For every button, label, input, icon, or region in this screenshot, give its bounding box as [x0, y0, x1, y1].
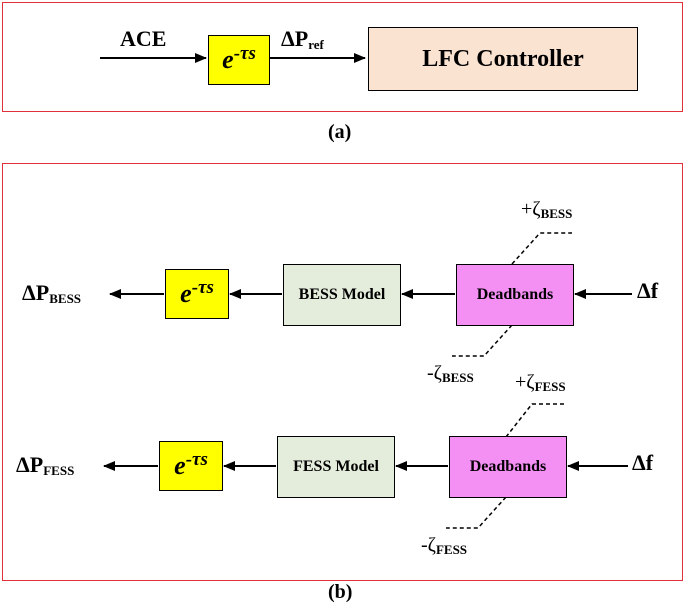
fess-deadband-block: Deadbands [449, 436, 567, 498]
delay-exponent: -τs [191, 277, 214, 298]
lfc-controller-block: LFC Controller [368, 27, 638, 91]
delay-base: e [174, 451, 186, 480]
panel-a-frame [2, 2, 683, 112]
panel-b-frame [2, 163, 683, 581]
delay-block-bess: e-τs [165, 269, 229, 319]
bess-deadband-block: Deadbands [456, 264, 574, 326]
bess-lower-zeta-label: -ζBESS [427, 362, 474, 385]
delta-f-fess-label: Δf [632, 450, 654, 475]
fess-upper-zeta-label: +ζFESS [515, 371, 566, 394]
delay-block-a: e-τs [208, 35, 270, 85]
delay-exponent: -τs [233, 43, 256, 64]
delay-base: e [222, 45, 234, 74]
bess-upper-dashed-line [511, 232, 572, 265]
fess-model-block: FESS Model [277, 436, 395, 498]
bess-upper-zeta-label: +ζBESS [521, 198, 573, 221]
delta-p-fess-label: ΔPFESS [16, 452, 75, 478]
delta-p-bess-label: ΔPBESS [22, 280, 82, 306]
bess-model-block: BESS Model [283, 264, 401, 326]
fess-upper-dashed-line [505, 403, 566, 438]
delta-p-ref-label: ΔPref [281, 26, 324, 52]
fess-lower-dashed-line [446, 496, 507, 529]
delta-f-bess-label: Δf [637, 278, 659, 303]
fess-lower-zeta-label: -ζFESS [421, 534, 468, 557]
delay-exponent: -τs [185, 449, 208, 470]
bess-lower-dashed-line [452, 324, 513, 357]
ace-label: ACE [120, 26, 167, 51]
delay-base: e [180, 279, 192, 308]
caption-b: (b) [328, 581, 353, 603]
delay-block-fess: e-τs [159, 441, 223, 491]
caption-a: (a) [328, 121, 352, 143]
